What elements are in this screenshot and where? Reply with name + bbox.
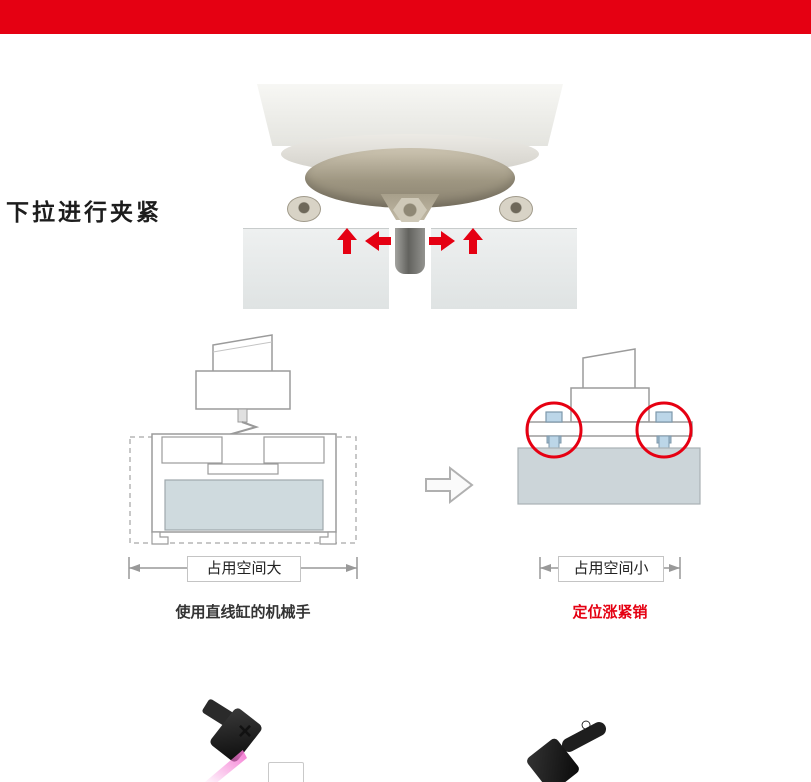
workpiece-left-block (243, 228, 389, 309)
cylinder-body (195, 370, 291, 410)
pressure-plate (207, 463, 279, 475)
foot-left (151, 531, 169, 545)
pin-cap-left (545, 411, 563, 423)
correct-circle-icon: ○ (580, 714, 593, 736)
caption-left: 使用直线缸的机械手 (175, 604, 311, 621)
clamp-pin (395, 228, 425, 274)
piston-shaft (237, 408, 248, 423)
break-line (212, 341, 273, 353)
highlight-circle-right-icon (635, 401, 693, 459)
gripper-finger-left (161, 436, 223, 464)
wrong-cross-icon: × (238, 718, 253, 745)
cylinder-rod (582, 348, 636, 393)
side-bolt-left-icon (287, 196, 321, 222)
foot-right (319, 531, 337, 545)
linear-cylinder-diagram (129, 334, 357, 545)
pull-down-clamp-title: 下拉进行夹紧 (6, 199, 162, 225)
red-divider-line (0, 0, 811, 2)
tool-plate (527, 421, 693, 437)
small-workpiece (268, 762, 304, 782)
up-arrow-left-icon (337, 228, 357, 254)
workpiece-plate (164, 479, 324, 531)
red-banner (0, 0, 811, 34)
clamp-photo (243, 84, 577, 309)
dimension-label-right: 占用空间小 (558, 556, 664, 582)
pin-cap-right (655, 411, 673, 423)
workpiece-right-block (431, 228, 577, 309)
gripper-finger-right (263, 436, 325, 464)
transform-arrow-icon (425, 465, 474, 505)
highlight-circle-left-icon (525, 401, 583, 459)
tension-pin-diagram (517, 348, 701, 505)
caption-right: 定位涨紧销 (572, 604, 648, 621)
cylinder-body (570, 387, 650, 423)
right-arrow-icon (429, 231, 455, 251)
clamp-arrows-icon (337, 228, 483, 254)
side-bolt-right-icon (499, 196, 533, 222)
left-arrow-icon (365, 231, 391, 251)
dimension-label-left: 占用空间大 (187, 556, 301, 582)
up-arrow-right-icon (463, 228, 483, 254)
